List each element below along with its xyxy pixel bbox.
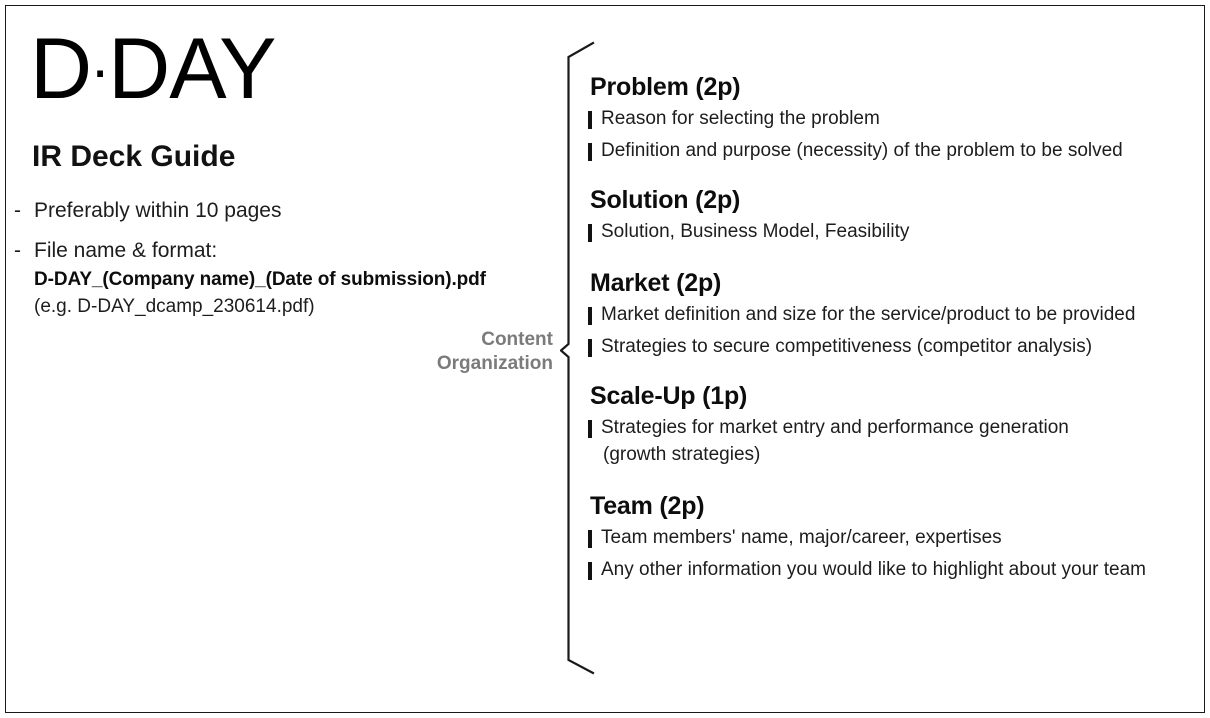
section-scale-up: Scale-Up (1p) Strategies for market entr…: [588, 381, 1188, 469]
guideline-item-filename: - File name & format: D-DAY_(Company nam…: [14, 237, 530, 319]
brand-logo-suffix: DAY: [108, 21, 276, 117]
brand-logo: D·DAY: [30, 26, 530, 112]
bullet-bar-icon: [588, 338, 592, 357]
section-heading: Problem (2p): [590, 73, 741, 101]
bullet-item: Any other information you would like to …: [588, 557, 1188, 584]
bullet-item: Definition and purpose (necessity) of th…: [588, 138, 1188, 165]
bullet-item: Market definition and size for the servi…: [588, 302, 1188, 329]
bullet-text: Strategies to secure competitiveness (co…: [601, 335, 1093, 357]
filename-example: (e.g. D-DAY_dcamp_230614.pdf): [34, 295, 315, 317]
bullet-bar-icon: [588, 561, 592, 580]
brand-logo-prefix: D: [30, 21, 92, 117]
section-solution: Solution (2p) Solution, Business Model, …: [588, 185, 1188, 246]
guideline-text: File name & format:: [34, 239, 218, 263]
bullet-text: Solution, Business Model, Feasibility: [601, 220, 910, 242]
bullet-item: Reason for selecting the problem: [588, 106, 1188, 133]
bullet-item: Team members' name, major/career, expert…: [588, 525, 1188, 552]
bullet-bar-icon: [588, 306, 592, 325]
dash-icon: -: [14, 239, 21, 263]
bullet-bar-icon: [588, 419, 592, 438]
section-problem: Problem (2p) Reason for selecting the pr…: [588, 72, 1188, 165]
bullet-text: Strategies for market entry and performa…: [601, 416, 1069, 438]
bullet-bar-icon: [588, 529, 592, 548]
bullet-item: Solution, Business Model, Feasibility: [588, 219, 1188, 246]
section-heading: Solution (2p): [590, 185, 741, 214]
guideline-text: Preferably within 10 pages: [34, 199, 282, 222]
dash-icon: -: [14, 199, 21, 222]
bullet-item: Strategies to secure competitiveness (co…: [588, 334, 1188, 361]
section-market: Market (2p) Market definition and size f…: [588, 268, 1188, 361]
bullet-text: Reason for selecting the problem: [601, 108, 880, 129]
section-team: Team (2p) Team members' name, major/care…: [588, 491, 1188, 584]
guideline-list: - Preferably within 10 pages - File name…: [14, 197, 530, 319]
bullet-text: Team members' name, major/career, expert…: [601, 526, 1002, 548]
bullet-item: Strategies for market entry and performa…: [588, 415, 1188, 469]
bullet-text: Definition and purpose (necessity) of th…: [601, 139, 1123, 161]
content-organization-label: Content Organization: [313, 328, 553, 377]
guideline-item-pages: - Preferably within 10 pages: [14, 197, 530, 225]
bullet-bar-icon: [588, 142, 592, 161]
filename-format: D-DAY_(Company name)_(Date of submission…: [34, 269, 486, 291]
bullet-bar-icon: [588, 111, 592, 129]
deck-title: IR Deck Guide: [32, 140, 236, 173]
section-heading: Team (2p): [590, 491, 705, 520]
left-column: D·DAY IR Deck Guide - Preferably within …: [14, 26, 530, 331]
callout-line-2: Organization: [436, 353, 553, 375]
bullet-text: Market definition and size for the servi…: [601, 303, 1136, 325]
bullet-text: Any other information you would like to …: [601, 558, 1146, 580]
bullet-continuation: (growth strategies): [603, 443, 761, 465]
callout-line-1: Content: [481, 329, 553, 350]
right-column: Problem (2p) Reason for selecting the pr…: [588, 72, 1188, 584]
section-heading: Market (2p): [590, 268, 722, 297]
brand-logo-middot: ·: [90, 36, 111, 103]
bullet-bar-icon: [588, 223, 592, 242]
section-heading: Scale-Up (1p): [590, 381, 748, 410]
